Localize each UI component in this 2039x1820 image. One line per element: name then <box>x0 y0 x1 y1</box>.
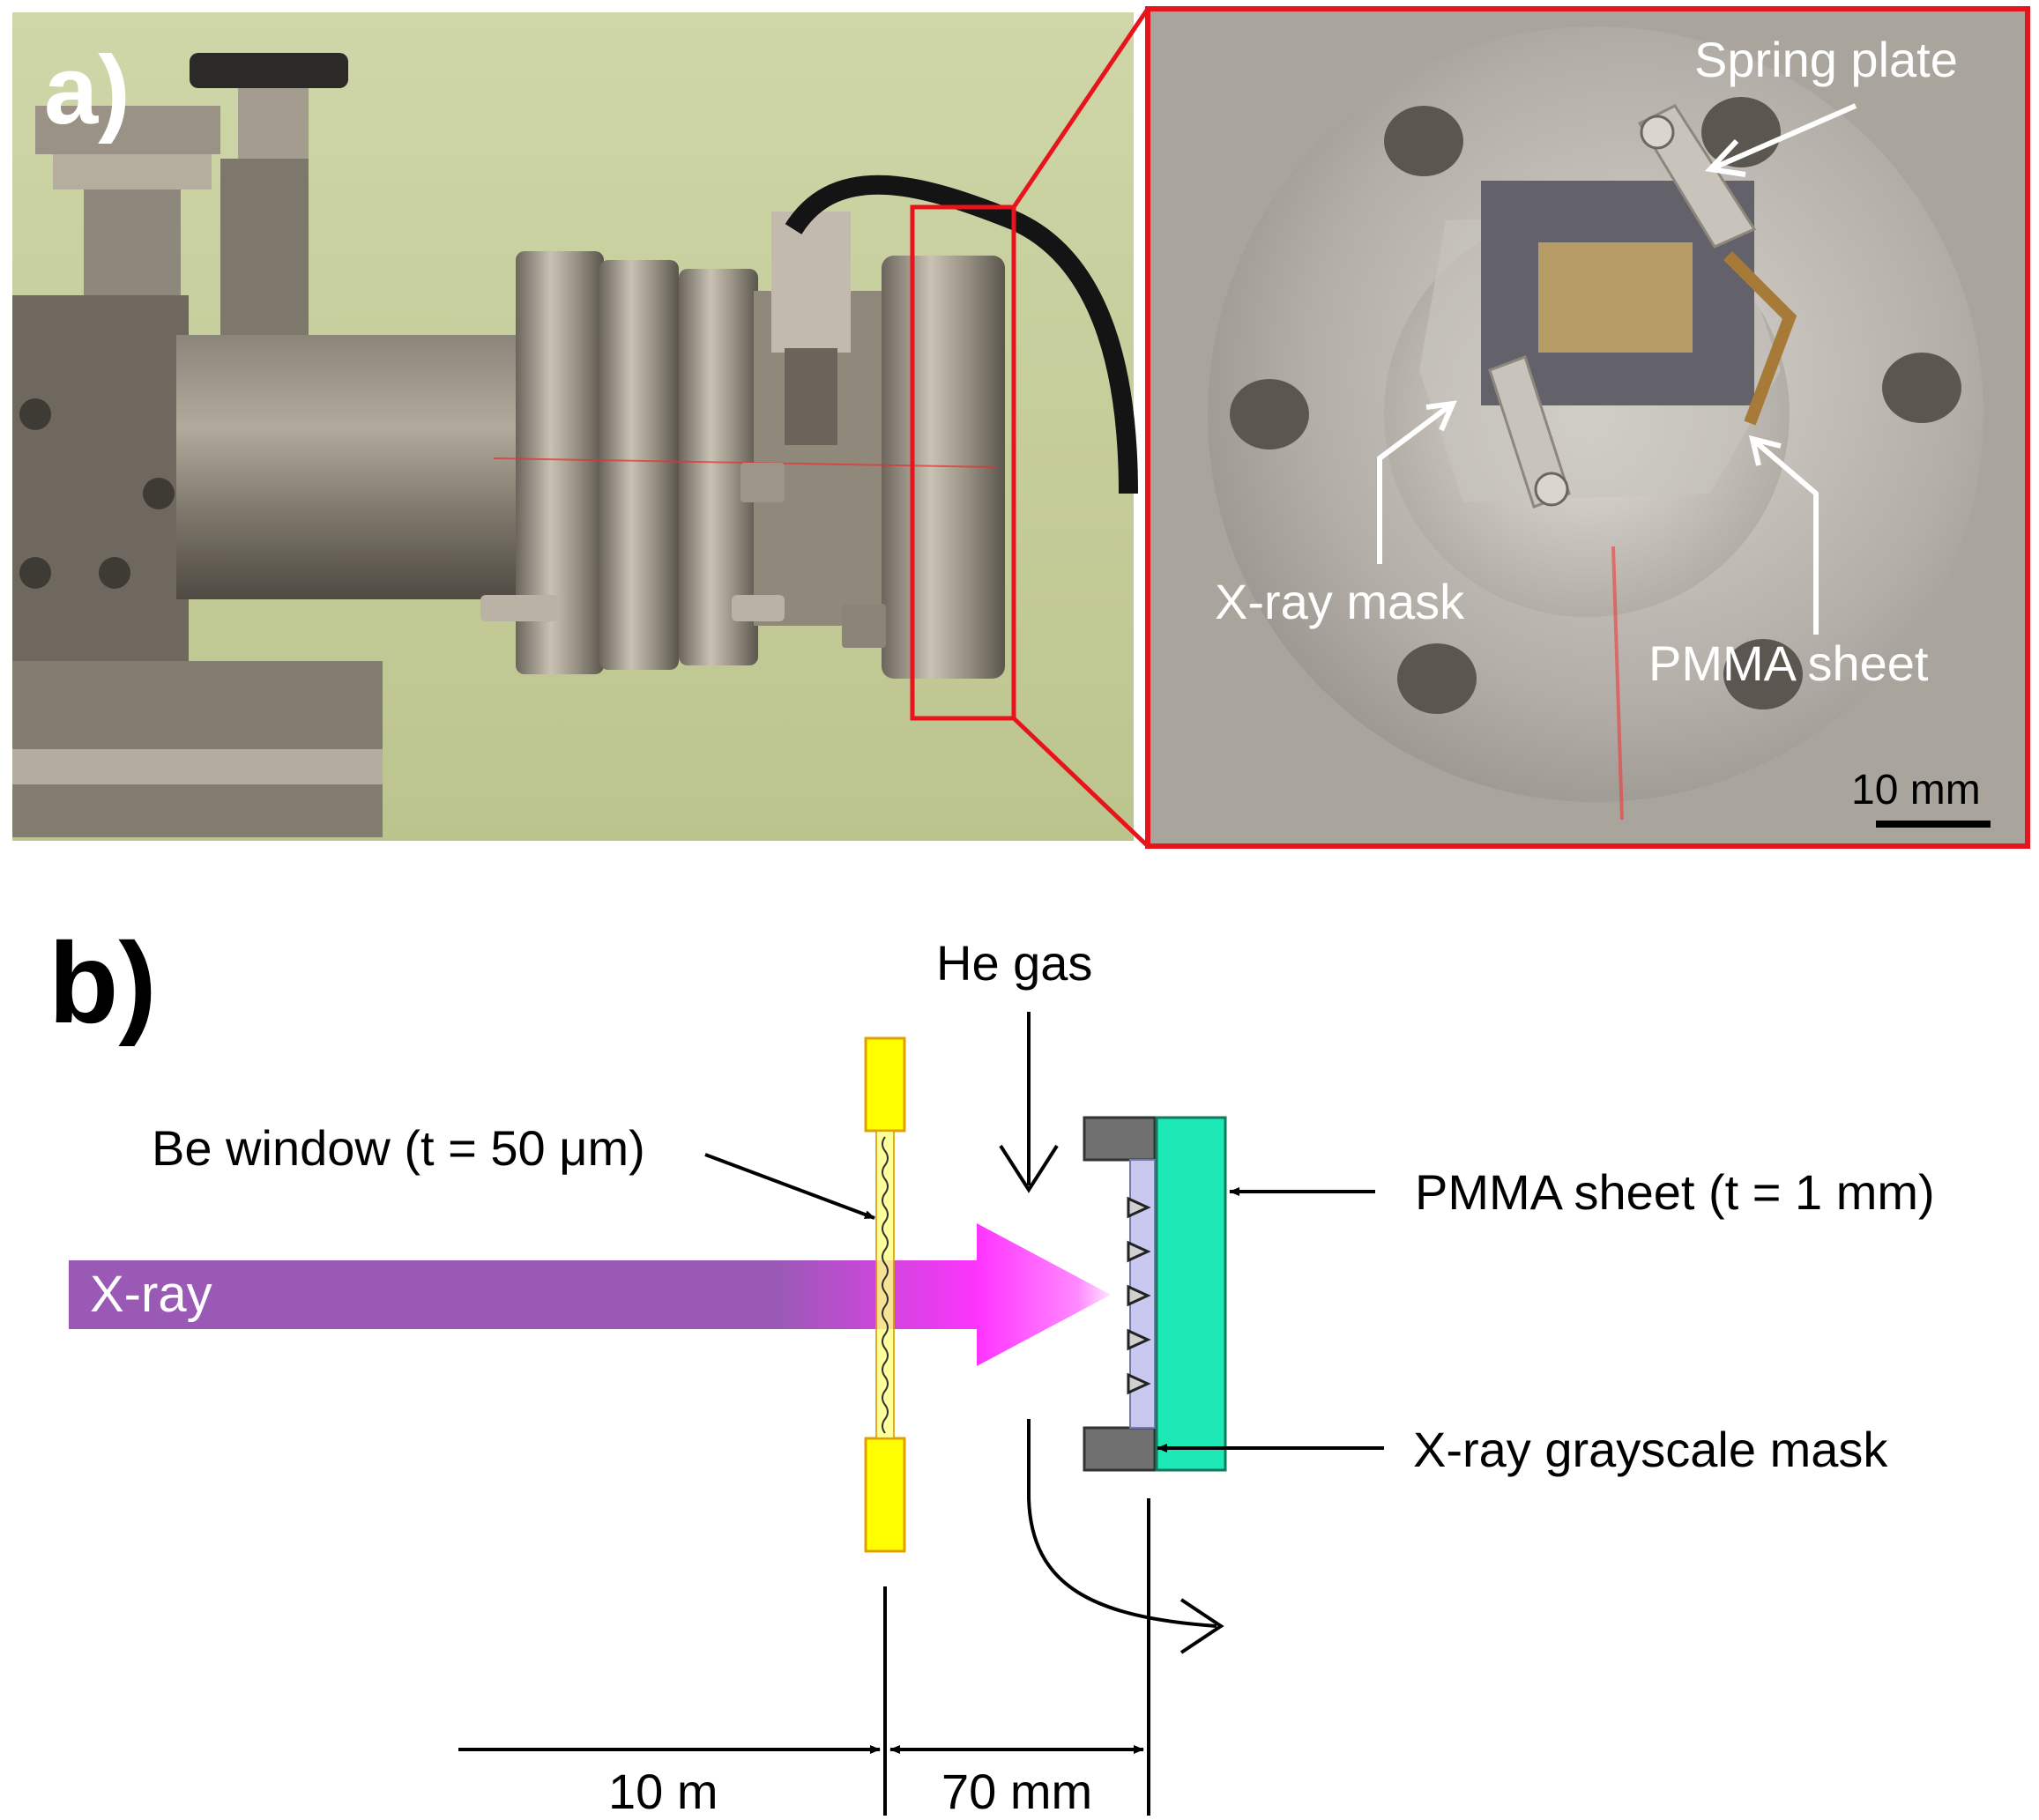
inset-border <box>1145 6 2030 849</box>
panel-a-inset <box>1148 9 2028 846</box>
xray-beam <box>69 1260 981 1329</box>
connector-bottom <box>1012 717 1150 848</box>
scale-bar-label: 10 mm <box>1851 767 1981 813</box>
he-gas-label: He gas <box>936 935 1092 991</box>
mask-absorbers <box>1127 1196 1151 1395</box>
panel-a-label: a) <box>44 36 130 145</box>
be-window <box>864 1036 906 1553</box>
distance-left-label: 10 m <box>608 1764 718 1819</box>
distance-right-label: 70 mm <box>941 1764 1092 1819</box>
mask-block-top <box>1083 1116 1157 1162</box>
spring-plate-label: Spring plate <box>1694 32 1958 87</box>
connector-top <box>1011 7 1150 209</box>
callout-arrows <box>1377 103 1857 635</box>
xray-label: X-ray <box>90 1266 212 1323</box>
mask-assembly <box>1083 1116 1227 1472</box>
leader-lines <box>704 1153 1384 1452</box>
pmma-sheet <box>1155 1116 1227 1472</box>
xray-beam-head <box>977 1223 1111 1366</box>
grayscale-mask-label: X-ray grayscale mask <box>1413 1422 1888 1477</box>
panel-a-photo <box>12 12 1138 841</box>
dimension-lines <box>458 1498 1150 1816</box>
spring-plate-arrow <box>1713 103 1857 170</box>
he-gas-out-arrow <box>1027 1419 1217 1628</box>
highlight-box <box>910 204 1016 721</box>
mask-block-bottom <box>1083 1426 1157 1472</box>
xray-mask-label: X-ray mask <box>1215 574 1465 629</box>
xray-mask-arrow <box>1377 403 1452 564</box>
be-window-label: Be window (t = 50 μm) <box>152 1120 645 1176</box>
panel-b-label: b) <box>48 918 157 1047</box>
pmma-sheet-arrow <box>1752 438 1819 635</box>
pmma-sheet-photo-label: PMMA sheet <box>1648 635 1929 691</box>
pmma-sheet-label: PMMA sheet (t = 1 mm) <box>1415 1164 1935 1220</box>
